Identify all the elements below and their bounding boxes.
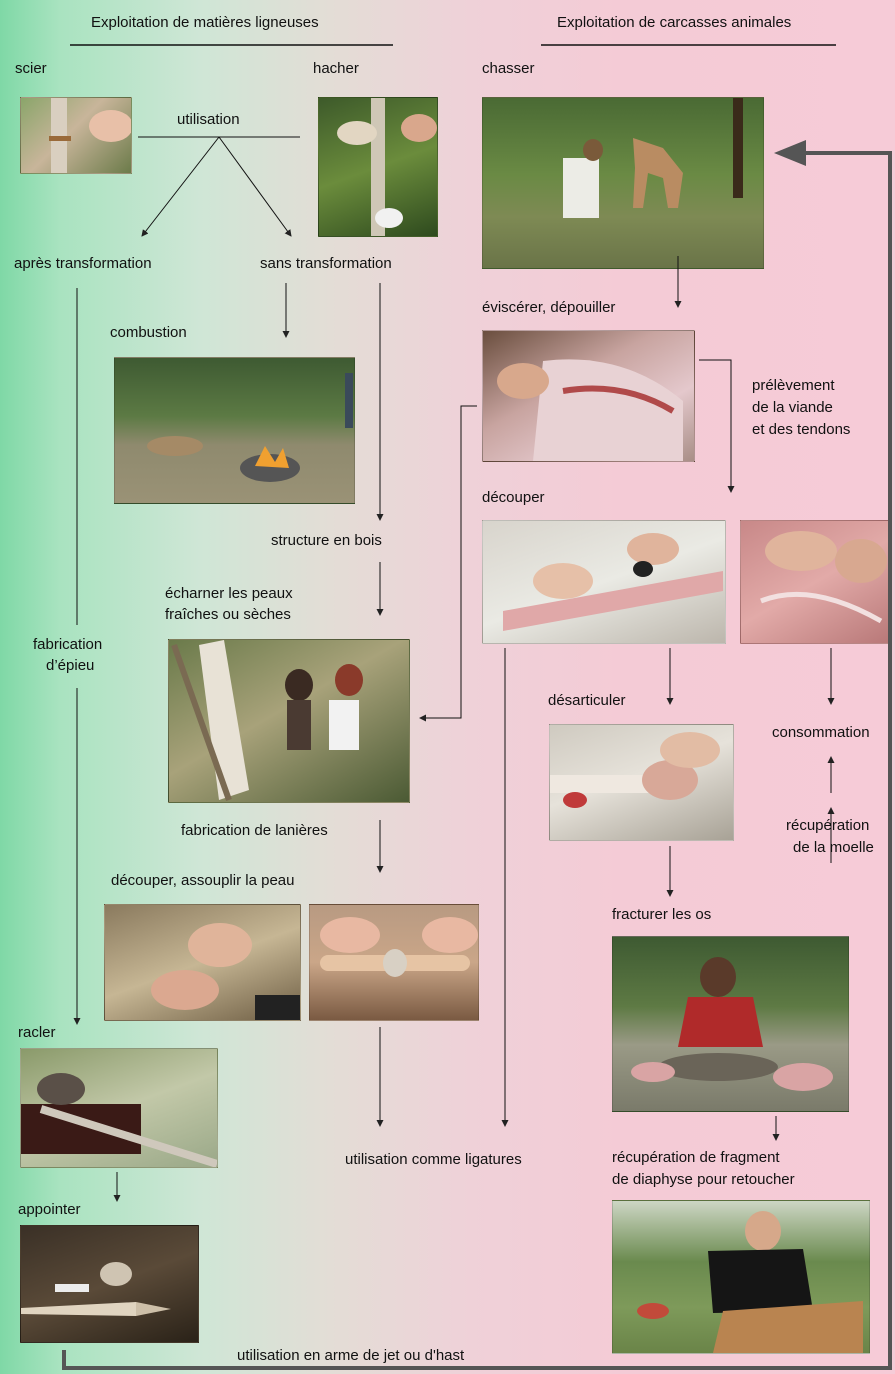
label-echarner-line2: fraîches ou sèches — [165, 606, 291, 623]
label-scier: scier — [15, 60, 47, 77]
label-fabrication-epieu-line1: fabrication — [33, 636, 103, 653]
label-appointer: appointer — [18, 1201, 81, 1218]
photo-scier — [20, 97, 132, 174]
label-desarticuler: désarticuler — [548, 692, 626, 709]
photo-retoucher — [612, 1200, 870, 1354]
photo-tendons — [740, 520, 892, 644]
photo-eviscerer — [482, 330, 695, 462]
photo-chasser — [482, 97, 764, 269]
header-wood: Exploitation de matières ligneuses — [91, 14, 319, 31]
photo-decouper-peau — [104, 904, 301, 1021]
label-decouper-assouplir: découper, assouplir la peau — [111, 872, 295, 889]
photo-decouper-carcasse — [482, 520, 726, 644]
label-chasser: chasser — [482, 60, 535, 77]
label-fabrication-epieu-line2: d’épieu — [46, 657, 95, 674]
label-echarner-line1: écharner les peaux — [165, 585, 293, 602]
photo-racler — [20, 1048, 218, 1168]
photo-hacher — [318, 97, 438, 237]
label-structure-en-bois: structure en bois — [271, 532, 382, 549]
label-apres-transformation: après transformation — [14, 255, 152, 272]
photo-assouplir-peau — [309, 904, 479, 1021]
label-utilisation-arme: utilisation en arme de jet ou d'hast — [237, 1347, 465, 1364]
photo-fracturer — [612, 936, 849, 1112]
label-recuperation-fragment-line2: de diaphyse pour retoucher — [612, 1171, 795, 1188]
photo-desarticuler — [549, 724, 734, 841]
label-fabrication-lanieres: fabrication de lanières — [181, 822, 328, 839]
photo-echarner — [168, 639, 410, 803]
photo-appointer — [20, 1225, 199, 1343]
label-combustion: combustion — [110, 324, 187, 341]
label-recuperation-moelle-line2: de la moelle — [793, 839, 874, 856]
label-fracturer: fracturer les os — [612, 906, 712, 923]
label-decouper: découper — [482, 489, 545, 506]
label-prelevement-line2: de la viande — [752, 399, 833, 416]
photo-combustion — [114, 357, 355, 504]
label-recuperation-fragment-line1: récupération de fragment — [612, 1149, 780, 1166]
label-racler: racler — [18, 1024, 56, 1041]
label-prelevement-line3: et des tendons — [752, 421, 851, 438]
label-hacher: hacher — [313, 60, 359, 77]
label-prelevement-line1: prélèvement — [752, 377, 835, 394]
label-recuperation-moelle-line1: récupération — [786, 817, 870, 834]
header-carcass: Exploitation de carcasses animales — [557, 14, 792, 31]
label-utilisation: utilisation — [177, 111, 240, 128]
label-eviscerer: éviscérer, dépouiller — [482, 299, 616, 316]
label-sans-transformation: sans transformation — [260, 255, 392, 272]
label-utilisation-ligatures: utilisation comme ligatures — [345, 1151, 522, 1168]
label-consommation: consommation — [772, 724, 870, 741]
